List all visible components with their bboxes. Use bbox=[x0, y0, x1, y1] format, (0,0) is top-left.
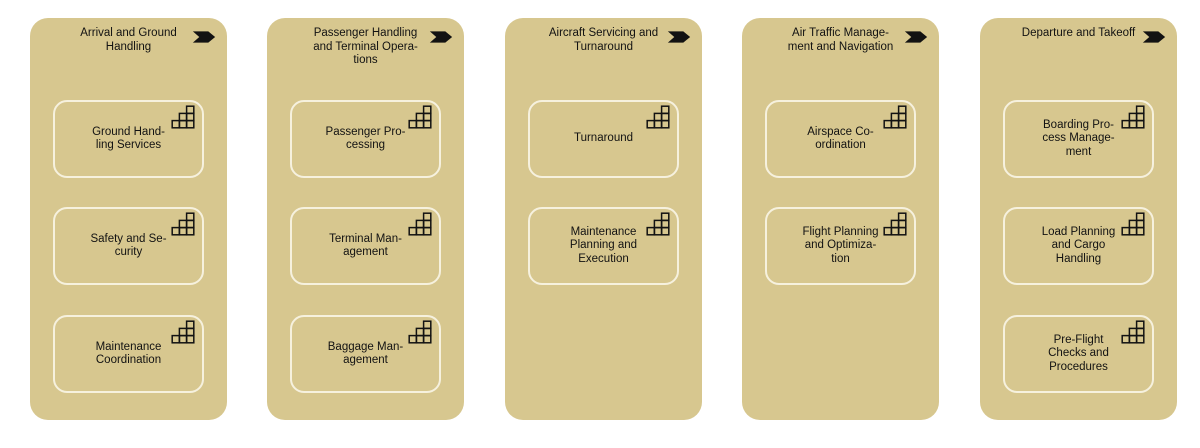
group-title: Departure and Takeoff bbox=[1021, 27, 1136, 39]
capability-grid-icon bbox=[883, 212, 907, 236]
group-passenger-handling-and-terminal-operations[interactable]: Passenger Handling and Terminal Opera- t… bbox=[267, 18, 464, 420]
capability-grid-icon bbox=[1121, 212, 1145, 236]
item-safety-and-security[interactable]: Safety and Se- curity bbox=[53, 207, 204, 285]
item-label: Pre-Flight Checks and Procedures bbox=[1048, 333, 1109, 373]
item-passenger-processing[interactable]: Passenger Pro- cessing bbox=[290, 100, 441, 178]
capability-grid-icon bbox=[171, 105, 195, 129]
item-pre-flight-checks-and-procedures[interactable]: Pre-Flight Checks and Procedures bbox=[1003, 315, 1154, 393]
group-air-traffic-management-and-navigation[interactable]: Air Traffic Manage- ment and Navigation … bbox=[742, 18, 939, 420]
item-label: Terminal Man- agement bbox=[329, 232, 402, 259]
item-maintenance-planning-and-execution[interactable]: Maintenance Planning and Execution bbox=[528, 207, 679, 285]
capability-grid-icon bbox=[1121, 105, 1145, 129]
item-load-planning-and-cargo-handling[interactable]: Load Planning and Cargo Handling bbox=[1003, 207, 1154, 285]
item-maintenance-coordination[interactable]: Maintenance Coordination bbox=[53, 315, 204, 393]
item-label: Passenger Pro- cessing bbox=[325, 125, 406, 152]
capability-grid-icon bbox=[408, 320, 432, 344]
item-label: Baggage Man- agement bbox=[327, 340, 404, 367]
value-stream-arrow-icon bbox=[1142, 30, 1166, 44]
capability-grid-icon bbox=[646, 212, 670, 236]
capability-grid-icon bbox=[883, 105, 907, 129]
item-label: Airspace Co- ordination bbox=[807, 125, 874, 152]
group-title: Passenger Handling and Terminal Opera- t… bbox=[313, 27, 418, 66]
value-stream-arrow-icon bbox=[429, 30, 453, 44]
item-flight-planning-and-optimization[interactable]: Flight Planning and Optimiza- tion bbox=[765, 207, 916, 285]
item-label: Maintenance Planning and Execution bbox=[569, 225, 638, 265]
group-aircraft-servicing-and-turnaround[interactable]: Aircraft Servicing and Turnaround Turnar… bbox=[505, 18, 702, 420]
item-label: Maintenance Coordination bbox=[95, 340, 162, 367]
group-arrival-and-ground-handling[interactable]: Arrival and Ground Handling Ground Hand-… bbox=[30, 18, 227, 420]
capability-grid-icon bbox=[408, 212, 432, 236]
capability-grid-icon bbox=[1121, 320, 1145, 344]
capability-grid-icon bbox=[646, 105, 670, 129]
item-airspace-coordination[interactable]: Airspace Co- ordination bbox=[765, 100, 916, 178]
group-title: Arrival and Ground Handling bbox=[80, 27, 177, 53]
item-ground-handling-services[interactable]: Ground Hand- ling Services bbox=[53, 100, 204, 178]
group-title: Air Traffic Manage- ment and Navigation bbox=[787, 27, 894, 53]
capability-grid-icon bbox=[408, 105, 432, 129]
value-stream-arrow-icon bbox=[667, 30, 691, 44]
capability-grid-icon bbox=[171, 320, 195, 344]
item-label: Flight Planning and Optimiza- tion bbox=[802, 225, 879, 265]
value-stream-arrow-icon bbox=[904, 30, 928, 44]
item-boarding-process-management[interactable]: Boarding Pro- cess Manage- ment bbox=[1003, 100, 1154, 178]
group-departure-and-takeoff[interactable]: Departure and Takeoff Boarding Pro- cess… bbox=[980, 18, 1177, 420]
item-terminal-management[interactable]: Terminal Man- agement bbox=[290, 207, 441, 285]
item-label: Safety and Se- curity bbox=[90, 232, 167, 259]
item-label: Turnaround bbox=[573, 132, 634, 145]
item-baggage-management[interactable]: Baggage Man- agement bbox=[290, 315, 441, 393]
capability-grid-icon bbox=[171, 212, 195, 236]
item-turnaround[interactable]: Turnaround bbox=[528, 100, 679, 178]
item-label: Load Planning and Cargo Handling bbox=[1041, 225, 1116, 265]
group-title: Aircraft Servicing and Turnaround bbox=[548, 27, 659, 53]
value-stream-arrow-icon bbox=[192, 30, 216, 44]
item-label: Ground Hand- ling Services bbox=[92, 125, 165, 152]
item-label: Boarding Pro- cess Manage- ment bbox=[1042, 118, 1115, 158]
